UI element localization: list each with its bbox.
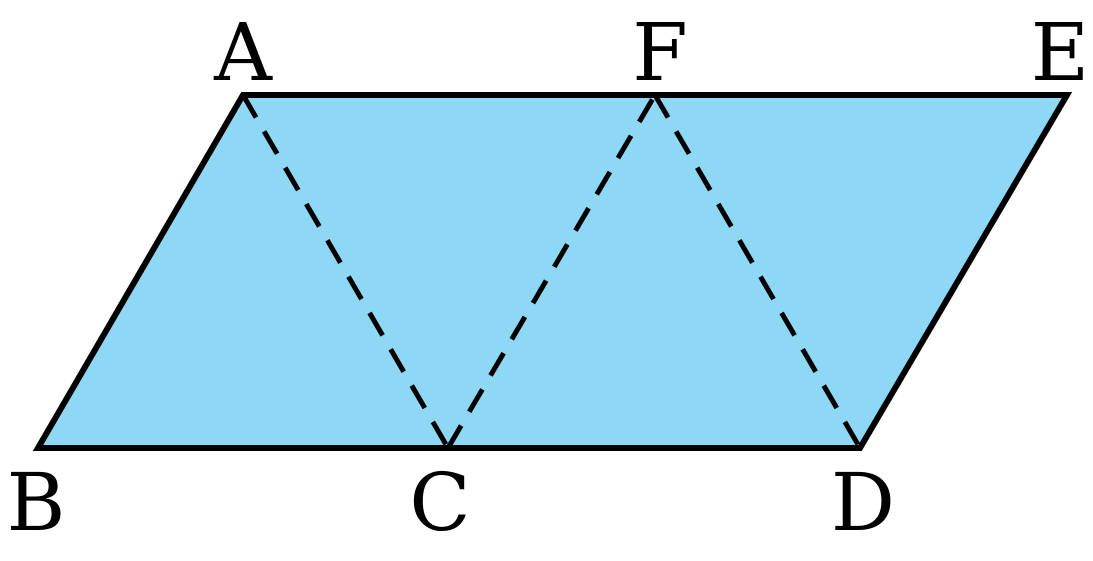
dashed-segment-cf (445, 93, 658, 450)
dashed-segment-fd (652, 93, 863, 450)
vertex-label-d: D (831, 456, 895, 549)
vertex-label-e: E (1031, 6, 1089, 99)
vertex-label-b: B (7, 456, 66, 549)
vertex-label-c: C (409, 456, 470, 549)
parallelogram-abde (32, 92, 1073, 451)
dashed-segment-ac (240, 93, 451, 450)
vertex-label-f: F (632, 6, 688, 99)
vertex-label-a: A (213, 6, 273, 99)
